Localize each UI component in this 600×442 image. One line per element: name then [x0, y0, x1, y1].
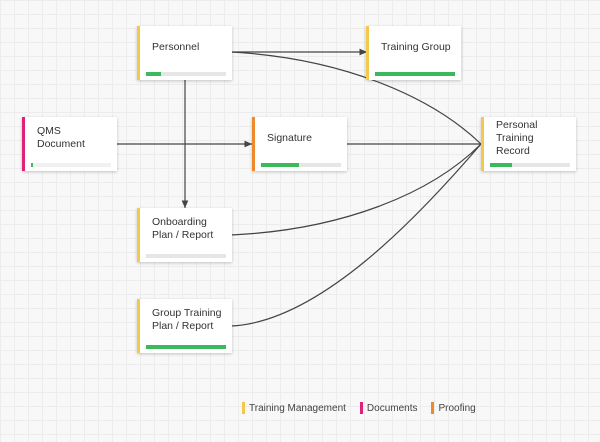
node-label: Onboarding Plan / Report: [152, 216, 214, 241]
node-label: QMS Document: [37, 125, 85, 150]
edge-group-training-plan-personal-training-record: [230, 143, 482, 327]
legend-item-training: Training Management: [242, 402, 346, 414]
node-signature[interactable]: Signature: [252, 117, 347, 171]
node-label: Personnel: [152, 40, 200, 53]
progress-fill: [261, 163, 299, 167]
legend-item-documents: Documents: [359, 402, 418, 414]
node-personal-training-record[interactable]: Personal Training Record: [481, 117, 576, 171]
node-label: Training Group: [381, 40, 451, 53]
legend-swatch: [242, 402, 245, 414]
progress-fill: [31, 163, 33, 167]
node-training-group[interactable]: Training Group: [366, 26, 461, 80]
node-label: Personal Training Record: [496, 118, 538, 157]
node-personnel[interactable]: Personnel: [137, 26, 232, 80]
progress-track: [146, 345, 226, 349]
progress-track: [31, 163, 111, 167]
node-label: Group Training Plan / Report: [152, 307, 222, 332]
progress-fill: [375, 72, 455, 76]
node-onboarding-plan[interactable]: Onboarding Plan / Report: [137, 208, 232, 262]
progress-track: [146, 254, 226, 258]
progress-fill: [146, 345, 226, 349]
progress-track: [375, 72, 455, 76]
legend-swatch: [359, 402, 363, 414]
node-qms-document[interactable]: QMS Document: [22, 117, 117, 171]
progress-fill: [490, 163, 512, 167]
node-label: Signature: [267, 131, 312, 144]
legend-label: Proofing: [438, 402, 476, 414]
progress-track: [146, 72, 226, 76]
progress-fill: [146, 72, 162, 76]
progress-track: [490, 163, 570, 167]
legend-item-proofing: Proofing: [431, 402, 476, 414]
node-group-training-plan[interactable]: Group Training Plan / Report: [137, 299, 232, 353]
legend-swatch: [431, 402, 435, 414]
legend-label: Training Management: [249, 402, 346, 414]
progress-track: [261, 163, 341, 167]
legend: Training Management Documents Proofing: [242, 402, 476, 414]
legend-label: Documents: [366, 402, 418, 414]
